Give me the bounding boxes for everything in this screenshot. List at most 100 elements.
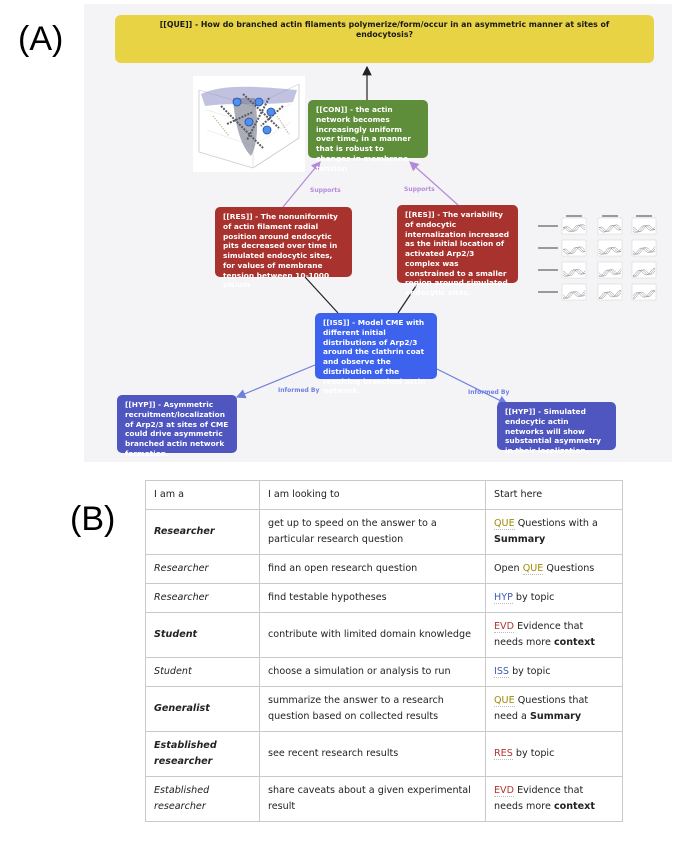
mini-trace <box>598 225 622 233</box>
mini-trace <box>598 289 622 299</box>
goal-cell: summarize the answer to a research quest… <box>259 686 486 732</box>
goal-cell: choose a simulation or analysis to run <box>259 657 486 687</box>
panel-label-b: (B) <box>70 500 116 538</box>
goal-cell: share caveats about a given experimental… <box>259 776 486 822</box>
mini-trace <box>632 225 656 233</box>
iss-node[interactable]: [[ISS]] - Model CME with different initi… <box>315 313 437 395</box>
type-tag-link[interactable]: RES <box>494 748 513 761</box>
mini-trace <box>562 224 586 232</box>
role-cell: Student <box>145 612 260 658</box>
mini-col-label <box>602 215 618 217</box>
mini-trace <box>598 224 622 233</box>
hyp-right-node[interactable]: [[HYP]] - Simulated endocytic actin netw… <box>497 402 616 455</box>
edge-label-supports-right: Supports <box>404 186 435 193</box>
edge-label-informed-right: Informed By <box>468 389 510 396</box>
mini-trace <box>632 269 656 277</box>
panel-label-a: (A) <box>18 20 64 58</box>
table-header-cell: I am a <box>145 480 260 510</box>
mini-trace <box>598 224 622 232</box>
start-here-text: Questions that need a <box>494 695 589 722</box>
mini-trace <box>632 290 656 300</box>
mini-trace <box>562 291 586 299</box>
que-node[interactable]: [[QUE]] - How do branched actin filament… <box>115 15 654 63</box>
keyword: context <box>553 801 595 812</box>
start-here-text: Evidence that needs more <box>494 785 584 812</box>
mini-trace <box>632 246 656 256</box>
mini-trace <box>632 224 656 233</box>
start-here-text: by topic <box>509 666 551 678</box>
start-here-cell: HYP by topic <box>485 583 623 613</box>
start-here-text: by topic <box>512 592 555 604</box>
role-cell: Generalist <box>145 686 260 732</box>
mini-col-label <box>566 215 582 217</box>
type-tag-link[interactable]: QUE <box>494 518 515 531</box>
role-cell: Researcher <box>145 554 260 584</box>
res-left-node[interactable]: [[RES]] - The nonuniformity of actin fil… <box>215 207 352 289</box>
mini-trace <box>632 267 656 277</box>
mini-trace <box>598 268 622 278</box>
type-tag-link[interactable]: HYP <box>494 592 513 605</box>
mini-trace <box>562 269 586 277</box>
start-here-text: Open <box>494 563 523 575</box>
start-here-cell: RES by topic <box>485 731 623 777</box>
mini-plot-frame <box>561 217 587 235</box>
mini-row-label <box>538 225 558 227</box>
hyp-left-node[interactable]: [[HYP]] - Asymmetric recruitment/localiz… <box>117 395 237 458</box>
mini-col-label <box>636 215 652 217</box>
mini-trace <box>562 268 586 277</box>
mini-row-label <box>538 247 558 249</box>
start-here-text: Questions with a <box>514 518 598 530</box>
role-cell: Researcher <box>145 583 260 613</box>
mini-trace <box>598 290 622 300</box>
small-multiples-thumbnail <box>538 215 657 301</box>
mini-row-label <box>538 269 558 271</box>
type-tag-link[interactable]: ISS <box>494 666 510 679</box>
role-cell: Established researcher <box>145 731 260 777</box>
edge-label-supports-left: Supports <box>310 187 341 194</box>
mini-trace <box>632 290 656 298</box>
start-here-text: Evidence that needs more <box>494 621 584 648</box>
mini-trace <box>598 247 622 255</box>
start-here-cell: QUE Questions that need a Summary <box>485 686 623 732</box>
type-tag-link[interactable]: EVD <box>494 621 515 634</box>
type-tag-link[interactable]: QUE <box>522 563 544 576</box>
role-cell: Researcher <box>145 509 260 555</box>
res-right-node[interactable]: [[RES]] - The variability of endocytic i… <box>397 205 518 297</box>
mini-trace <box>632 247 656 255</box>
goal-cell: find an open research question <box>259 554 486 584</box>
start-here-text: Questions <box>543 563 595 575</box>
goal-cell: contribute with limited domain knowledge <box>259 612 486 658</box>
mini-trace <box>562 247 586 255</box>
table-header-cell: Start here <box>485 480 623 510</box>
start-here-cell: EVD Evidence that needs more context <box>485 776 623 822</box>
start-here-text: by topic <box>512 748 555 760</box>
start-here-cell: EVD Evidence that needs more context <box>485 612 623 658</box>
keyword: Summary <box>494 534 546 545</box>
mini-trace <box>598 246 622 255</box>
mini-trace <box>632 268 656 278</box>
start-here-cell: Open QUE Questions <box>485 554 623 584</box>
table-header-cell: I am looking to <box>259 480 486 510</box>
keyword: context <box>553 637 595 648</box>
actin-network-thumbnail <box>193 76 305 172</box>
keyword: Summary <box>529 711 582 722</box>
goal-cell: get up to speed on the answer to a parti… <box>259 509 486 555</box>
type-tag-link[interactable]: EVD <box>494 785 515 798</box>
mini-trace <box>562 246 586 254</box>
mini-trace <box>562 290 586 300</box>
type-tag-link[interactable]: QUE <box>494 695 515 708</box>
start-here-cell: ISS by topic <box>485 657 623 687</box>
mini-trace <box>598 269 622 277</box>
goal-cell: see recent research results <box>259 731 486 777</box>
mini-trace <box>632 289 656 299</box>
role-cell: Student <box>145 657 260 687</box>
con-node[interactable]: [[CON]] - the actin network becomes incr… <box>308 100 428 173</box>
